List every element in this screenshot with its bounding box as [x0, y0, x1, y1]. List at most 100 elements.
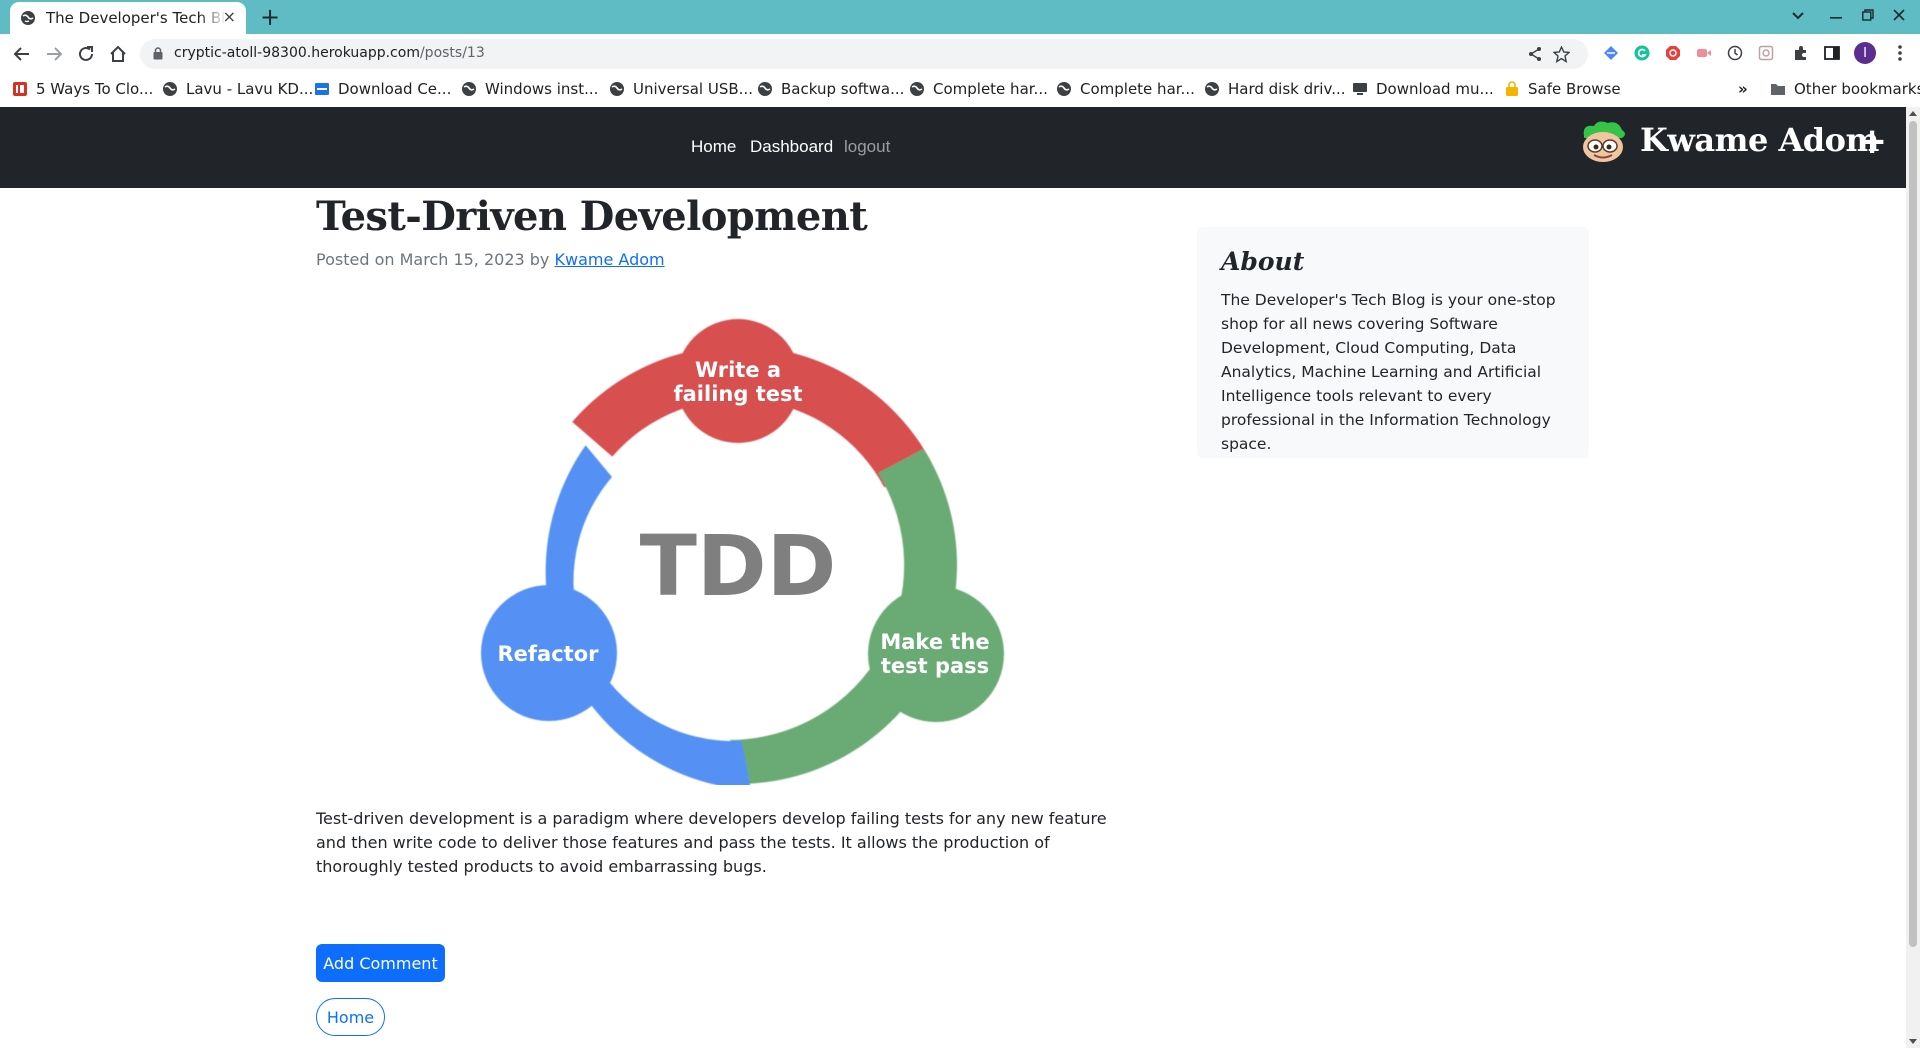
new-tab-button[interactable]: +: [260, 3, 281, 31]
globe-icon: [909, 81, 925, 97]
bookmark-label: Windows inst...: [485, 80, 599, 98]
forward-button[interactable]: [40, 40, 68, 68]
scrollbar-thumb[interactable]: [1909, 121, 1917, 947]
screenshot-extension-icon[interactable]: [1757, 44, 1775, 62]
bookmarks-overflow-chevron[interactable]: »: [1738, 80, 1748, 98]
add-post-button[interactable]: +: [1857, 121, 1888, 162]
url-text[interactable]: cryptic-atoll-98300.herokuapp.com/posts/…: [174, 45, 485, 61]
bookmark-label: Universal USB...: [633, 80, 753, 98]
url-host: cryptic-atoll-98300.herokuapp.com: [174, 45, 420, 61]
globe-icon: [21, 11, 35, 25]
make-test-pass-node: [868, 586, 1004, 722]
bookmark-label: Backup softwa...: [781, 80, 905, 98]
timer-extension-icon[interactable]: [1726, 44, 1744, 62]
site-navbar: Home Dashboard logout Kwame Adom +: [0, 107, 1906, 188]
home-icon: [110, 45, 126, 62]
nav-home-link[interactable]: Home: [691, 137, 737, 156]
browser-tab-active[interactable]: The Developer's Tech Blog ×: [10, 2, 246, 34]
bookmark-item[interactable]: Download mu...: [1352, 80, 1494, 98]
write-failing-test-arc: [572, 345, 932, 488]
globe-icon: [1204, 81, 1220, 97]
back-arrow-icon: [13, 47, 29, 61]
brand-name[interactable]: Kwame Adom: [1640, 121, 1879, 159]
close-window-icon[interactable]: [1893, 9, 1905, 21]
red-bookmark-icon: [12, 81, 28, 97]
browser-toolbar: cryptic-atoll-98300.herokuapp.com/posts/…: [0, 34, 1920, 74]
stage-label-line: Make the: [880, 630, 989, 654]
globe-icon: [461, 81, 477, 97]
tab-search-chevron-icon[interactable]: [1791, 11, 1805, 21]
extension-diamond-icon[interactable]: [1602, 44, 1620, 62]
scroll-down-arrow-icon[interactable]: [1909, 1039, 1917, 1044]
bookmark-item[interactable]: 5 Ways To Clo...: [12, 80, 153, 98]
home-button[interactable]: [104, 40, 132, 68]
post-date-text: Posted on March 15, 2023 by: [316, 250, 550, 269]
refactor-node: [481, 585, 617, 721]
nav-dashboard-link[interactable]: Dashboard: [750, 137, 834, 156]
stage-label-line: test pass: [881, 654, 989, 678]
post-title: Test-Driven Development: [316, 193, 868, 240]
bookmark-label: Safe Browse: [1528, 80, 1621, 98]
write-failing-test-node: [676, 319, 800, 443]
bookmark-item[interactable]: Windows inst...: [461, 80, 598, 98]
bookmark-item[interactable]: Hard disk driv...: [1204, 80, 1346, 98]
author-link[interactable]: Kwame Adom: [554, 250, 665, 269]
minimize-icon[interactable]: [1830, 17, 1842, 19]
tab-strip: The Developer's Tech Blog × +: [0, 0, 1920, 34]
globe-icon: [609, 81, 625, 97]
profile-initial: I: [1863, 45, 1867, 61]
record-icon[interactable]: [1695, 44, 1713, 62]
page-scrollbar[interactable]: [1906, 107, 1920, 1048]
about-title: About: [1221, 247, 1305, 276]
bookmark-item[interactable]: Complete har...: [1056, 80, 1195, 98]
share-icon[interactable]: [1527, 46, 1543, 62]
bookmark-label: Complete har...: [1080, 80, 1195, 98]
tdd-center-label: TDD: [640, 517, 837, 615]
grammarly-icon[interactable]: [1633, 44, 1651, 62]
about-text: The Developer's Tech Blog is your one-st…: [1221, 291, 1556, 453]
web-page: Home Dashboard logout Kwame Adom + Test-…: [0, 107, 1906, 1048]
bookmark-item[interactable]: Download Ce...: [314, 80, 451, 98]
add-comment-button[interactable]: Add Comment: [316, 944, 445, 982]
adblock-icon[interactable]: [1664, 44, 1682, 62]
home-button[interactable]: Home: [316, 998, 385, 1036]
bookmark-label: Hard disk driv...: [1228, 80, 1346, 98]
stage-label-line: failing test: [673, 382, 802, 406]
bookmark-item[interactable]: Lavu - Lavu KD...: [162, 80, 313, 98]
globe-icon: [1056, 81, 1072, 97]
forward-arrow-icon: [47, 47, 63, 61]
stage-label-line: Refactor: [498, 642, 600, 666]
bookmark-item[interactable]: Backup softwa...: [757, 80, 904, 98]
side-panel-icon[interactable]: [1823, 44, 1841, 62]
bookmarks-bar: 5 Ways To Clo... Lavu - Lavu KD... Downl…: [0, 74, 1920, 108]
bookmark-label: Lavu - Lavu KD...: [186, 80, 314, 98]
folder-icon: [1770, 81, 1786, 97]
avatar-logo-icon[interactable]: [1578, 120, 1628, 164]
reload-icon: [79, 46, 93, 61]
profile-avatar[interactable]: I: [1854, 42, 1876, 64]
bookmark-label: Download Ce...: [338, 80, 452, 98]
blue-square-icon: [314, 81, 330, 97]
reload-button[interactable]: [72, 40, 100, 68]
bookmark-item[interactable]: Universal USB...: [609, 80, 753, 98]
bookmark-item[interactable]: Complete har...: [909, 80, 1048, 98]
lock-icon[interactable]: [153, 47, 163, 60]
computer-icon: [1352, 81, 1368, 97]
bookmark-item[interactable]: Safe Browse: [1504, 80, 1621, 98]
address-bar[interactable]: cryptic-atoll-98300.herokuapp.com/posts/…: [140, 39, 1588, 69]
other-bookmarks-folder[interactable]: Other bookmarks: [1770, 80, 1920, 98]
tdd-cycle-image: TDD Write a failing test Make the test p…: [481, 319, 1004, 785]
back-button[interactable]: [8, 40, 36, 68]
other-bookmarks-label: Other bookmarks: [1794, 80, 1920, 98]
stage-label-line: Write a: [695, 358, 781, 382]
url-path: /posts/13: [419, 45, 485, 61]
post-meta: Posted on March 15, 2023 by Kwame Adom: [316, 250, 665, 269]
close-tab-icon[interactable]: ×: [222, 7, 236, 26]
nav-logout-link[interactable]: logout: [844, 137, 891, 156]
bookmark-star-icon[interactable]: [1553, 46, 1570, 63]
lock-bag-icon: [1504, 81, 1520, 97]
restore-icon[interactable]: [1862, 9, 1874, 21]
chrome-menu-icon[interactable]: [1891, 44, 1909, 62]
extensions-puzzle-icon[interactable]: [1792, 44, 1810, 62]
scroll-up-arrow-icon[interactable]: [1909, 111, 1917, 116]
